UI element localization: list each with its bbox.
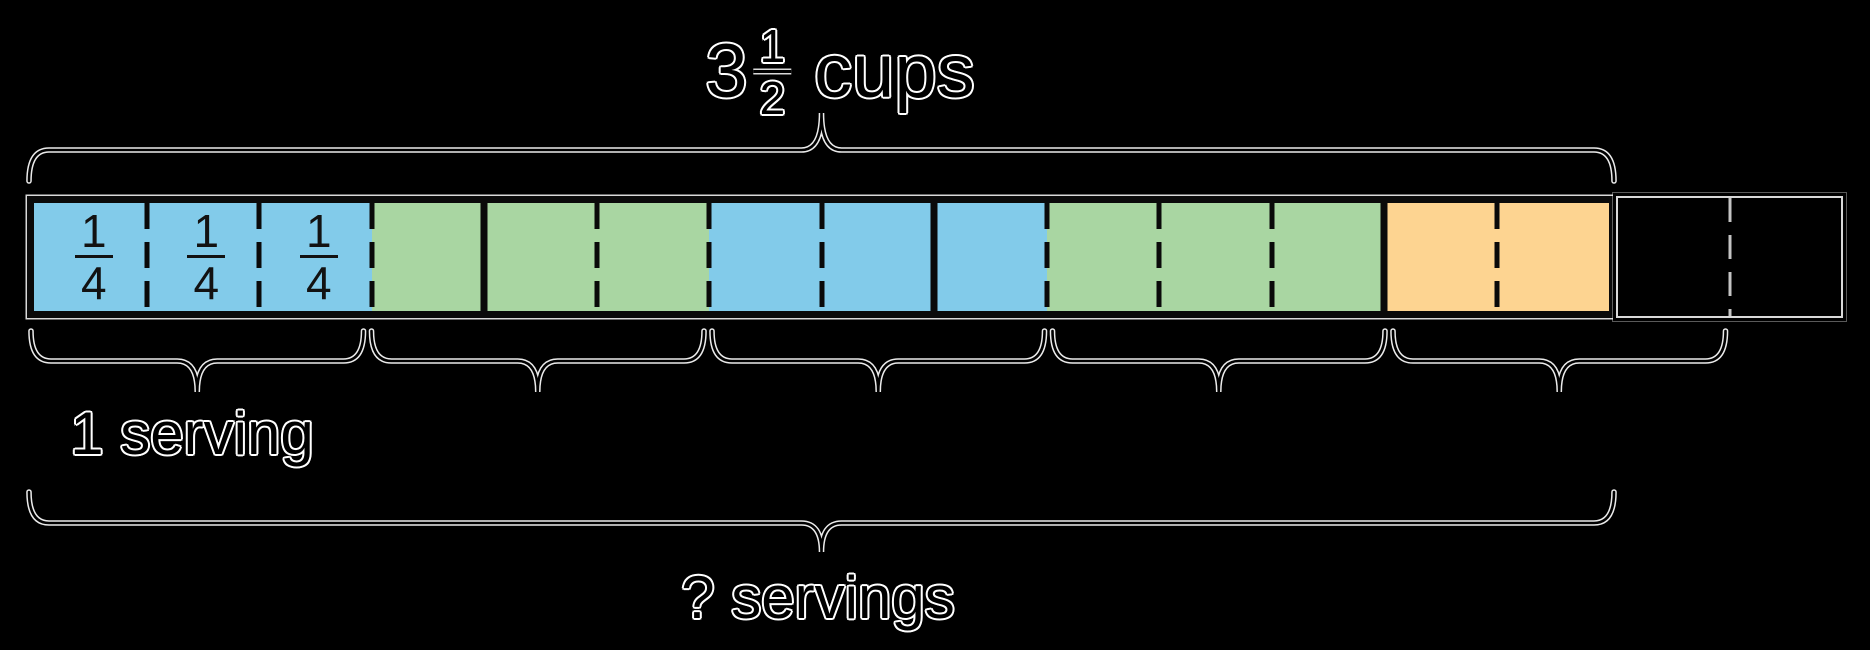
quarter-divider-line bbox=[1044, 203, 1049, 311]
title-unit: cups bbox=[814, 29, 975, 114]
quarter-cell-serving-5-partial bbox=[1496, 203, 1609, 311]
quarter-cell-unfilled bbox=[1618, 198, 1730, 316]
quarter-cell-serving-4 bbox=[1271, 203, 1384, 311]
question-label: ? servings bbox=[681, 564, 955, 631]
quarter-cell-serving-2 bbox=[596, 203, 709, 311]
quarter-divider-line bbox=[594, 203, 599, 311]
tape-bar-unfilled bbox=[1616, 196, 1843, 318]
quarter-divider-line bbox=[1269, 203, 1274, 311]
quarter-cell-serving-2 bbox=[371, 203, 484, 311]
quarter-divider-line bbox=[256, 203, 262, 311]
serving-label: 1 serving bbox=[70, 400, 314, 467]
quarter-divider-line bbox=[144, 203, 149, 311]
serving-brace-3 bbox=[709, 328, 1048, 393]
total-amount-label: 3 1 2 cups bbox=[705, 23, 975, 124]
quarter-fraction-numerator: 1 bbox=[299, 208, 338, 259]
quarter-fraction-denominator: 4 bbox=[193, 257, 220, 309]
serving-brace-5 bbox=[1390, 328, 1729, 393]
quarter-fraction-denominator: 4 bbox=[305, 257, 332, 309]
cup-boundary-line bbox=[1380, 203, 1388, 311]
serving-brace-2 bbox=[368, 328, 707, 393]
quarter-cell-serving-3 bbox=[821, 203, 934, 311]
cup-boundary-line bbox=[480, 203, 488, 311]
quarter-fraction-numerator: 1 bbox=[74, 208, 113, 259]
quarter-divider-line bbox=[1156, 203, 1162, 311]
quarter-cell-serving-4 bbox=[1046, 203, 1159, 311]
quarter-cell-unfilled bbox=[1730, 198, 1842, 316]
cup-boundary-line bbox=[930, 203, 938, 311]
title-whole-number: 3 bbox=[705, 29, 748, 114]
servings-total-brace bbox=[26, 489, 1617, 553]
quarter-cell-serving-2 bbox=[484, 203, 597, 311]
cups-brace bbox=[26, 112, 1617, 184]
title-fraction: 1 2 bbox=[753, 23, 791, 124]
serving-brace-1 bbox=[28, 328, 367, 393]
title-fraction-denominator: 2 bbox=[759, 72, 786, 124]
quarter-cell-serving-3 bbox=[934, 203, 1047, 311]
quarter-divider-line bbox=[819, 203, 824, 311]
title-fraction-numerator: 1 bbox=[753, 23, 791, 74]
quarter-divider-line bbox=[1494, 203, 1499, 311]
quarter-cell-serving-3 bbox=[709, 203, 822, 311]
quarter-divider-line-unfilled bbox=[1728, 198, 1731, 316]
quarter-cell-serving-4 bbox=[1159, 203, 1272, 311]
quarter-cell-serving-5-partial bbox=[1384, 203, 1497, 311]
serving-brace-4 bbox=[1049, 328, 1388, 393]
quarter-fraction-numerator: 1 bbox=[187, 208, 225, 259]
quarter-divider-line bbox=[369, 203, 374, 311]
quarter-divider-line bbox=[706, 203, 712, 311]
quarter-fraction-denominator: 4 bbox=[80, 257, 107, 309]
